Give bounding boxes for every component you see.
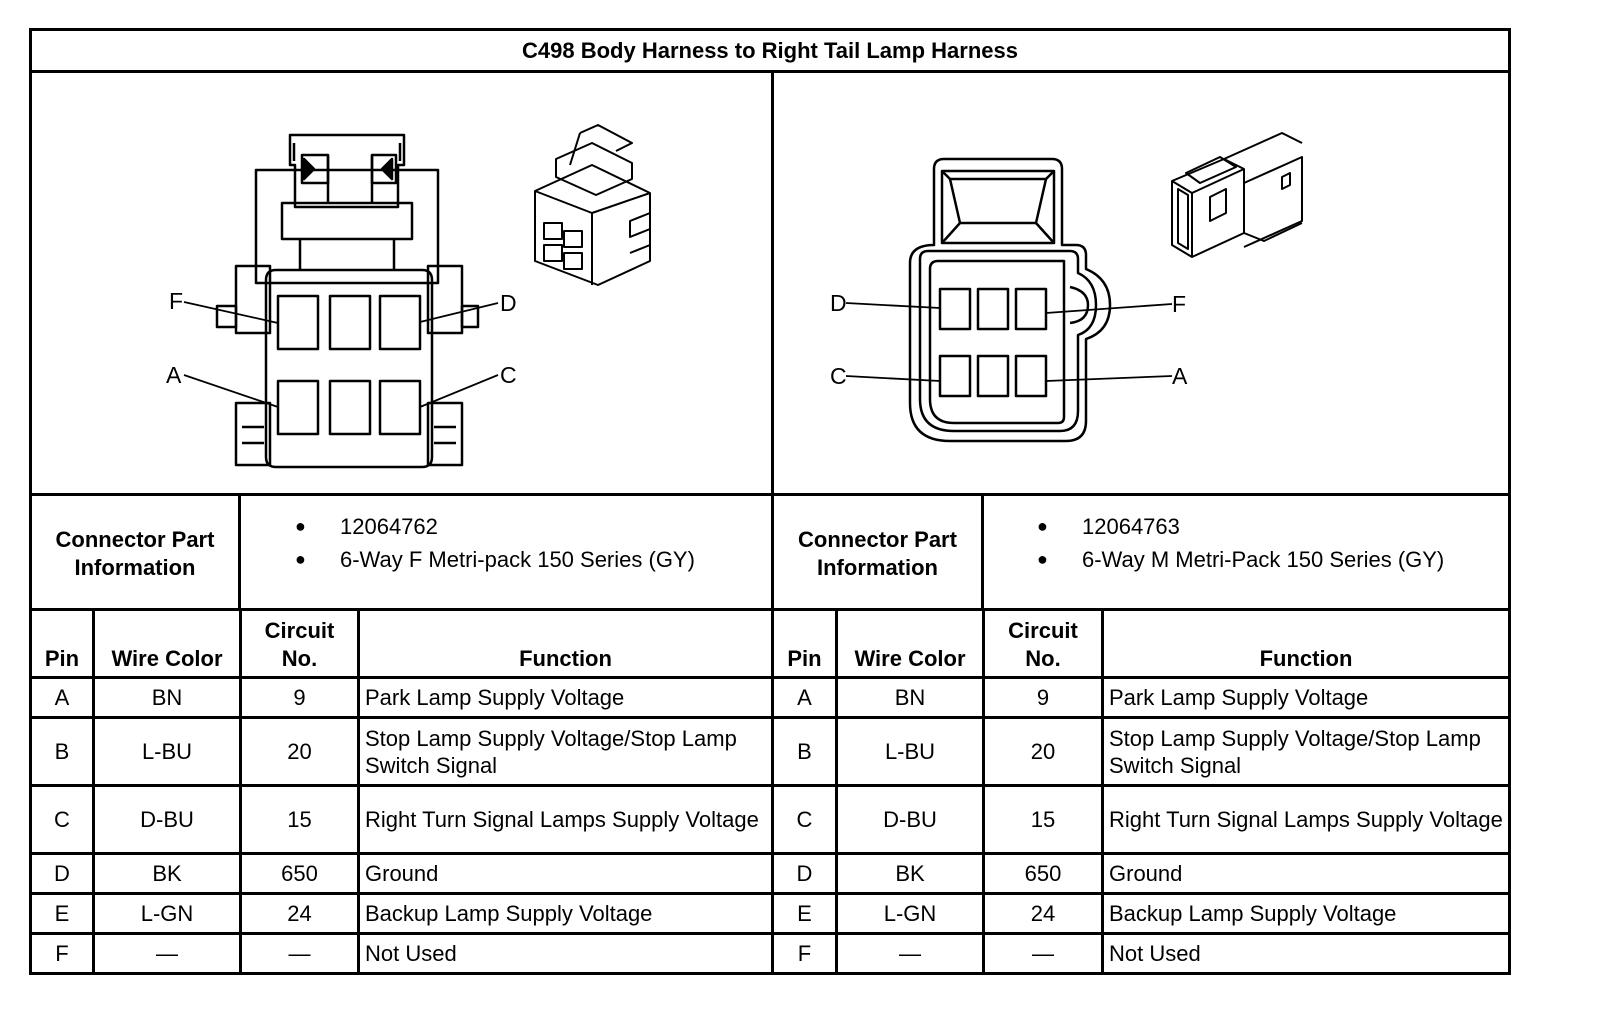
circuit-cell: 15 [982, 784, 1104, 855]
right-pinout-table: Pin Wire Color Circuit No. Function A BN… [771, 608, 1511, 975]
right-connector-part-info: Connector Part Information ●12064763 ●6-… [774, 493, 1508, 611]
wire-color-cell: — [835, 932, 985, 975]
connector-sheet: C498 Body Harness to Right Tail Lamp Har… [29, 28, 1511, 975]
circuit-cell: 20 [239, 716, 360, 787]
table-row: D BK 650 Ground [29, 852, 774, 895]
function-cell: Right Turn Signal Lamps Supply Voltage [357, 784, 774, 855]
function-cell: Not Used [1101, 932, 1511, 975]
function-cell: Stop Lamp Supply Voltage/Stop Lamp Switc… [1101, 716, 1511, 787]
part-info-list: ●12064763 ●6-Way M Metri-Pack 150 Series… [1037, 510, 1444, 576]
pin-header: Pin [771, 608, 838, 679]
pin-callout-a: A [1172, 363, 1188, 389]
wire-color-header: Wire Color [835, 608, 985, 679]
table-header-row: Pin Wire Color Circuit No. Function [29, 608, 774, 679]
function-cell: Ground [1101, 852, 1511, 895]
circuit-cell: 20 [982, 716, 1104, 787]
function-cell: Park Lamp Supply Voltage [357, 676, 774, 719]
pin-cell: F [29, 932, 95, 975]
wire-color-cell: — [92, 932, 242, 975]
wire-color-cell: L-GN [92, 892, 242, 935]
pin-callout-c: C [830, 363, 847, 389]
table-row: F — — Not Used [29, 932, 774, 975]
function-cell: Backup Lamp Supply Voltage [1101, 892, 1511, 935]
pin-callout-a: A [166, 362, 182, 388]
function-cell: Right Turn Signal Lamps Supply Voltage [1101, 784, 1511, 855]
pin-cell: F [771, 932, 838, 975]
pin-cell: E [29, 892, 95, 935]
wire-color-cell: D-BU [835, 784, 985, 855]
left-connector-part-info: Connector Part Information ●12064762 ●6-… [32, 493, 771, 611]
pin-cell: C [771, 784, 838, 855]
connector-part-label: Connector Part Information [774, 496, 984, 611]
circuit-cell: 9 [982, 676, 1104, 719]
circuit-cell: 650 [982, 852, 1104, 895]
left-connector-diagram: F D A C [32, 73, 771, 493]
circuit-header: Circuit No. [239, 608, 360, 679]
pin-cell: E [771, 892, 838, 935]
circuit-cell: 24 [239, 892, 360, 935]
circuit-cell: — [239, 932, 360, 975]
pin-header: Pin [29, 608, 95, 679]
part-info-list: ●12064762 ●6-Way F Metri-pack 150 Series… [295, 510, 695, 576]
wire-color-cell: L-BU [835, 716, 985, 787]
pin-callout-d: D [830, 290, 847, 316]
circuit-cell: 15 [239, 784, 360, 855]
pin-cell: B [29, 716, 95, 787]
table-row: F — — Not Used [771, 932, 1511, 975]
wire-color-cell: L-GN [835, 892, 985, 935]
pin-cell: D [29, 852, 95, 895]
pin-callout-c: C [500, 362, 517, 388]
part-info-item: ●6-Way M Metri-Pack 150 Series (GY) [1037, 547, 1445, 572]
table-row: C D-BU 15 Right Turn Signal Lamps Supply… [771, 784, 1511, 855]
pin-cell: C [29, 784, 95, 855]
pin-cell: A [771, 676, 838, 719]
pin-cell: D [771, 852, 838, 895]
part-info-item: ●6-Way F Metri-pack 150 Series (GY) [295, 547, 695, 572]
circuit-cell: 650 [239, 852, 360, 895]
male-connector-face-view: D F C A [830, 132, 1303, 443]
table-row: A BN 9 Park Lamp Supply Voltage [29, 676, 774, 719]
table-row: B L-BU 20 Stop Lamp Supply Voltage/Stop … [771, 716, 1511, 787]
center-divider [771, 71, 774, 975]
table-row: C D-BU 15 Right Turn Signal Lamps Supply… [29, 784, 774, 855]
function-header: Function [357, 608, 774, 679]
table-row: D BK 650 Ground [771, 852, 1511, 895]
table-row: E L-GN 24 Backup Lamp Supply Voltage [29, 892, 774, 935]
function-cell: Stop Lamp Supply Voltage/Stop Lamp Switc… [357, 716, 774, 787]
pin-cell: A [29, 676, 95, 719]
table-row: B L-BU 20 Stop Lamp Supply Voltage/Stop … [29, 716, 774, 787]
page-title: C498 Body Harness to Right Tail Lamp Har… [32, 31, 1508, 73]
function-cell: Park Lamp Supply Voltage [1101, 676, 1511, 719]
female-connector-face-view: F D A C [166, 124, 651, 469]
circuit-header: Circuit No. [982, 608, 1104, 679]
wire-color-cell: BN [835, 676, 985, 719]
function-cell: Ground [357, 852, 774, 895]
table-row: E L-GN 24 Backup Lamp Supply Voltage [771, 892, 1511, 935]
left-pinout-table: Pin Wire Color Circuit No. Function A BN… [29, 608, 774, 975]
wire-color-cell: L-BU [92, 716, 242, 787]
function-header: Function [1101, 608, 1511, 679]
table-header-row: Pin Wire Color Circuit No. Function [771, 608, 1511, 679]
wire-color-cell: D-BU [92, 784, 242, 855]
right-connector-diagram: D F C A [774, 73, 1508, 493]
pin-callout-f: F [169, 288, 183, 314]
table-row: A BN 9 Park Lamp Supply Voltage [771, 676, 1511, 719]
wire-color-cell: BK [92, 852, 242, 895]
circuit-cell: 24 [982, 892, 1104, 935]
wire-color-cell: BN [92, 676, 242, 719]
circuit-cell: — [982, 932, 1104, 975]
wire-color-header: Wire Color [92, 608, 242, 679]
connector-part-label: Connector Part Information [32, 496, 241, 611]
pin-cell: B [771, 716, 838, 787]
circuit-cell: 9 [239, 676, 360, 719]
pin-callout-d: D [500, 290, 517, 316]
part-info-item: ●12064763 [1037, 514, 1180, 539]
function-cell: Backup Lamp Supply Voltage [357, 892, 774, 935]
wire-color-cell: BK [835, 852, 985, 895]
function-cell: Not Used [357, 932, 774, 975]
pin-callout-f: F [1172, 291, 1186, 317]
part-info-item: ●12064762 [295, 514, 438, 539]
